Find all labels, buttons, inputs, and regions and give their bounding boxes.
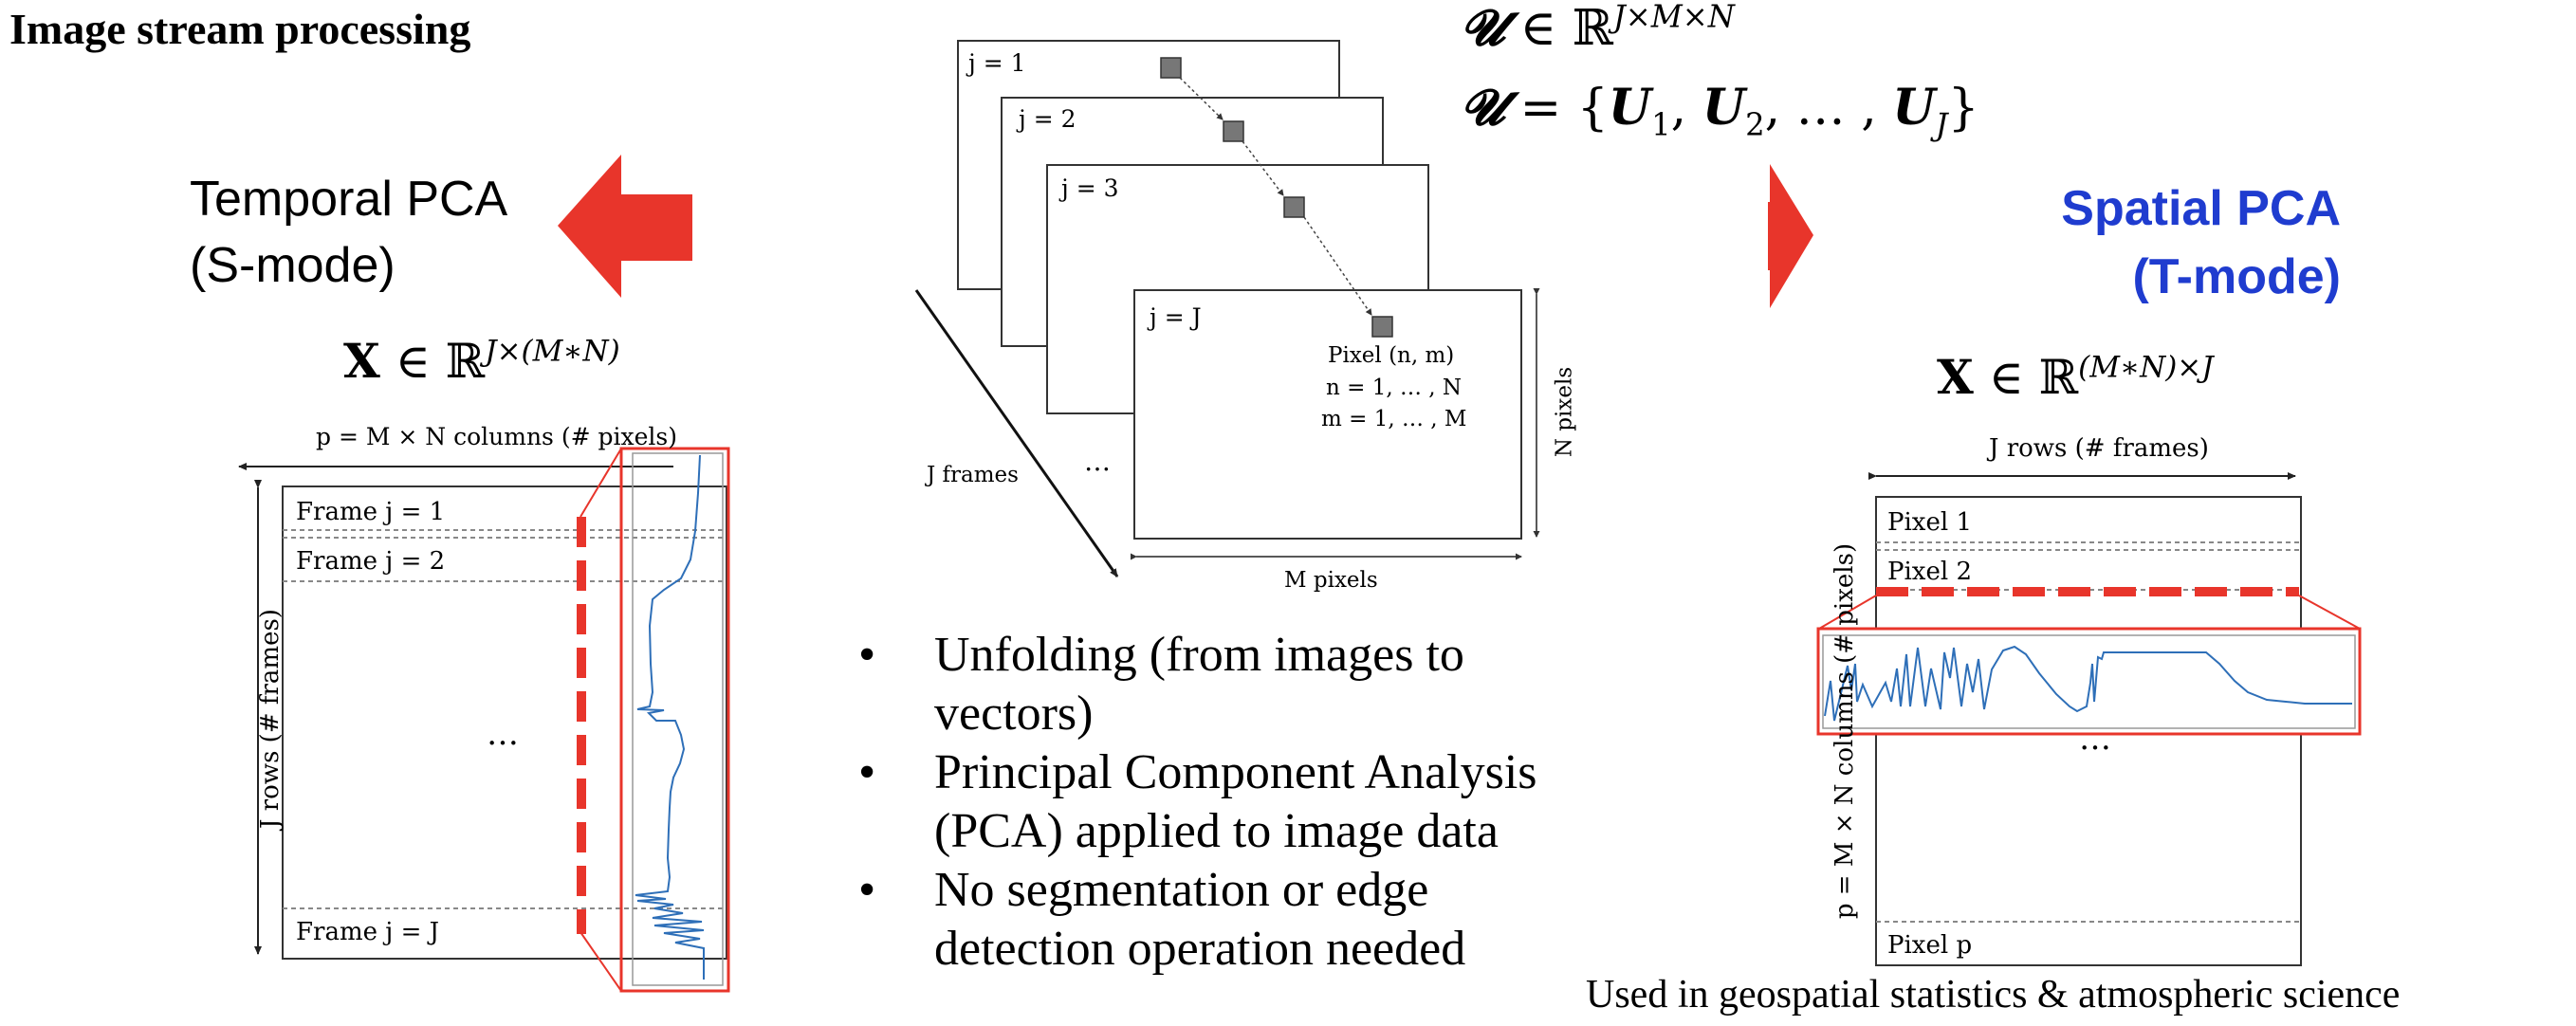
pixel-label: Pixel (n, m): [1328, 343, 1455, 368]
left-columns-caption: p = M × N columns (# pixels): [316, 423, 677, 450]
left-row-label-2: Frame j = 2: [296, 547, 446, 576]
right-matrix-exponent: (M∗N)×J: [2078, 350, 2214, 385]
right-columns-caption: J rows (# frames): [1989, 434, 2209, 463]
page-title: Image stream processing: [9, 5, 471, 53]
left-matrix-definition: X ∈ ℝJ×(M∗N): [343, 333, 620, 389]
frame-label-J: j = J: [1150, 303, 1202, 331]
temporal-signal: [635, 454, 705, 980]
frames-ellipsis: …: [1084, 446, 1111, 477]
right-red-arrow: [1768, 164, 1813, 308]
n-axis-label: N pixels: [1552, 366, 1577, 458]
right-row-label-p: Pixel p: [1887, 931, 1973, 960]
tensor-definition: 𝓤 ∈ ℝJ×M×N: [1461, 0, 1735, 57]
footnote: Used in geospatial statistics & atmosphe…: [1586, 973, 2401, 1017]
j-axis-label: J frames: [927, 463, 1019, 487]
tensor-exponent: J×M×N: [1612, 0, 1735, 35]
left-matrix-exponent: J×(M∗N): [485, 334, 620, 369]
left-row-label-J: Frame j = J: [296, 918, 440, 946]
left-rows-caption: J rows (# frames): [256, 609, 285, 829]
left-red-arrow: [558, 155, 692, 298]
m-axis-label: M pixels: [1284, 568, 1378, 593]
left-ellipsis: …: [487, 715, 519, 753]
frame-label-1: j = 1: [968, 49, 1026, 77]
right-matrix-definition: X ∈ ℝ(M∗N)×J: [1937, 349, 2214, 405]
frame-stack: [914, 40, 1540, 577]
left-matrix: [238, 447, 730, 993]
frame-label-2: j = 2: [1019, 105, 1076, 133]
bullet-item-no-segmentation: No segmentation or edge detection operat…: [858, 861, 1537, 979]
bullet-list: Unfolding (from images to vectors) Princ…: [858, 626, 1537, 979]
right-ellipsis: …: [2079, 720, 2111, 758]
frame-label-3: j = 3: [1061, 174, 1119, 202]
right-row-label-2: Pixel 2: [1887, 558, 1972, 586]
m-range: m = 1, … , M: [1321, 407, 1467, 431]
pixel-square-2: [1223, 120, 1244, 142]
right-rows-caption: p = M × N columns (# pixels): [1831, 542, 1859, 920]
spatial-pca-heading: Spatial PCA (T-mode): [2061, 181, 2341, 304]
spatial-signal: [1824, 645, 2352, 722]
temporal-pca-heading: Temporal PCA (S-mode): [190, 172, 508, 294]
pixel-square-1: [1160, 57, 1182, 79]
right-row-label-1: Pixel 1: [1887, 508, 1972, 537]
pixel-square-3: [1283, 196, 1305, 218]
bullet-item-unfolding: Unfolding (from images to vectors): [858, 626, 1537, 743]
bullet-item-pca: Principal Component Analysis (PCA) appli…: [858, 743, 1537, 861]
pixel-square-J: [1371, 316, 1393, 338]
n-range: n = 1, … , N: [1326, 376, 1463, 400]
left-row-label-1: Frame j = 1: [296, 498, 446, 526]
tensor-set: 𝓤 = {U1, U2, … , UJ}: [1461, 79, 1979, 143]
